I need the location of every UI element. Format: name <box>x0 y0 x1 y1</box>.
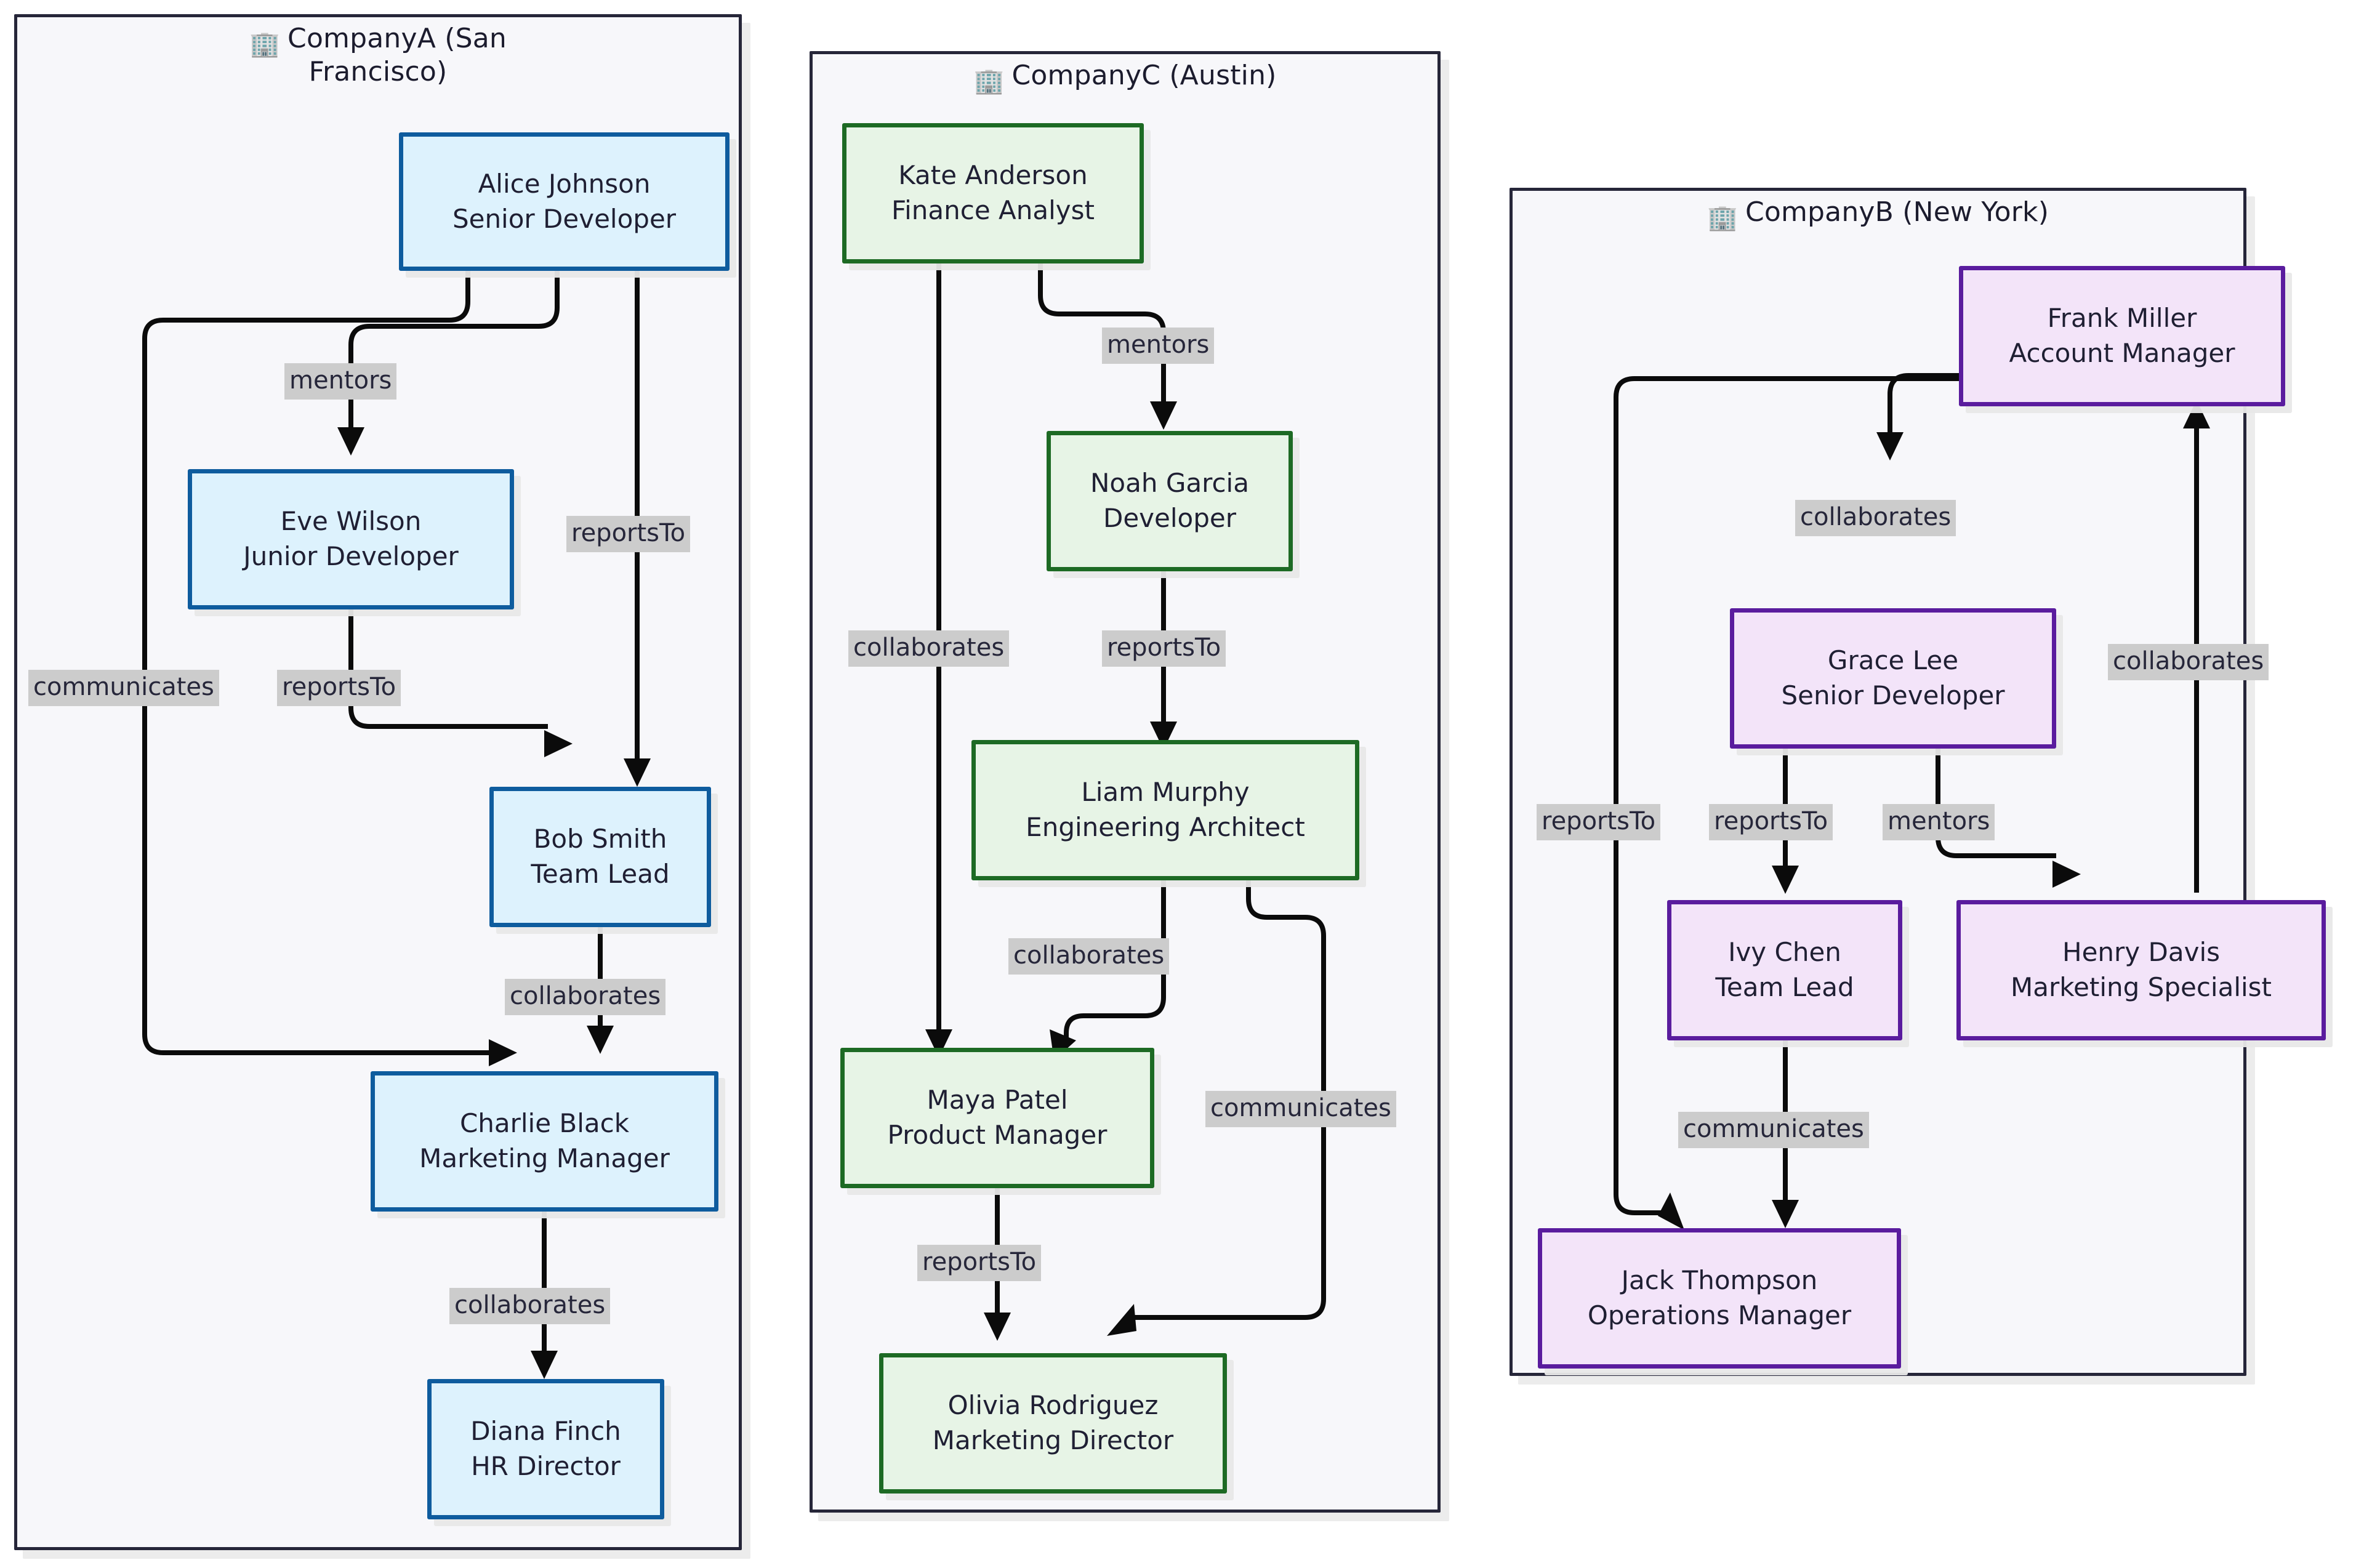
node-jack-thompson-name: Jack Thompson <box>1621 1265 1818 1296</box>
node-frank-miller-role: Account Manager <box>2009 338 2235 368</box>
node-jack-thompson-role: Operations Manager <box>1587 1300 1852 1330</box>
node-diana-finch-name: Diana Finch <box>470 1416 621 1447</box>
subgraph-companyC-title: 🏢CompanyC (Austin) <box>810 60 1441 94</box>
node-alice-johnson-name: Alice Johnson <box>478 168 651 199</box>
node-ivy-chen[interactable]: Ivy Chen Team Lead <box>1667 900 1902 1040</box>
edge-label-ivy-jack-communicates: communicates <box>1678 1112 1869 1148</box>
node-olivia-rodriguez[interactable]: Olivia Rodriguez Marketing Director <box>879 1353 1227 1494</box>
node-noah-garcia-role: Developer <box>1103 503 1236 533</box>
subgraph-companyA-title: 🏢CompanyA (San Francisco) <box>14 23 742 87</box>
node-noah-garcia[interactable]: Noah Garcia Developer <box>1047 431 1293 571</box>
edge-label-noah-liam-reportsto: reportsTo <box>1102 630 1226 667</box>
edge-label-alice-bob-reportsto: reportsTo <box>566 516 691 552</box>
node-bob-smith-name: Bob Smith <box>533 824 667 854</box>
node-olivia-rodriguez-role: Marketing Director <box>932 1425 1174 1455</box>
office-building-icon: 🏢 <box>249 30 281 58</box>
edge-label-liam-olivia-communicates: communicates <box>1205 1091 1396 1127</box>
subgraph-companyA-title-line2: Francisco) <box>308 56 448 87</box>
node-charlie-black-role: Marketing Manager <box>419 1143 670 1173</box>
node-kate-anderson-name: Kate Anderson <box>898 160 1088 191</box>
edge-label-bob-charlie-collaborates: collaborates <box>505 979 666 1015</box>
edge-label-liam-maya-collaborates: collaborates <box>1008 938 1170 975</box>
node-liam-murphy-role: Engineering Architect <box>1026 812 1305 842</box>
node-eve-wilson[interactable]: Eve Wilson Junior Developer <box>188 469 514 609</box>
node-diana-finch[interactable]: Diana Finch HR Director <box>427 1379 664 1519</box>
edge-label-eve-bob-reportsto: reportsTo <box>277 670 401 706</box>
node-liam-murphy-name: Liam Murphy <box>1081 777 1250 808</box>
edge-label-grace-henry-mentors: mentors <box>1883 804 1995 840</box>
subgraph-companyA-title-line1: CompanyA (San <box>287 23 507 54</box>
node-henry-davis-role: Marketing Specialist <box>2010 972 2272 1002</box>
node-alice-johnson[interactable]: Alice Johnson Senior Developer <box>399 132 730 271</box>
edge-label-frank-jack-reportsto: reportsTo <box>1537 804 1661 840</box>
node-bob-smith-role: Team Lead <box>531 859 670 889</box>
node-grace-lee[interactable]: Grace Lee Senior Developer <box>1730 608 2056 749</box>
node-jack-thompson[interactable]: Jack Thompson Operations Manager <box>1538 1228 1901 1369</box>
node-charlie-black-name: Charlie Black <box>459 1108 630 1139</box>
node-frank-miller[interactable]: Frank Miller Account Manager <box>1959 266 2285 406</box>
node-grace-lee-role: Senior Developer <box>1781 680 2005 710</box>
node-olivia-rodriguez-name: Olivia Rodriguez <box>947 1390 1159 1421</box>
node-ivy-chen-role: Team Lead <box>1715 972 1854 1002</box>
edge-label-kate-maya-collaborates: collaborates <box>848 630 1010 667</box>
node-maya-patel-name: Maya Patel <box>927 1085 1068 1116</box>
node-frank-miller-name: Frank Miller <box>2047 303 2197 334</box>
node-eve-wilson-role: Junior Developer <box>243 541 459 571</box>
node-diana-finch-role: HR Director <box>471 1451 621 1481</box>
node-henry-davis-name: Henry Davis <box>2062 937 2220 968</box>
edge-label-frank-grace-collaborates: collaborates <box>1795 500 1956 536</box>
edge-label-maya-olivia-reportsto: reportsTo <box>917 1245 1042 1281</box>
node-noah-garcia-name: Noah Garcia <box>1090 468 1249 499</box>
node-alice-johnson-role: Senior Developer <box>452 203 677 234</box>
subgraph-companyB-title-text: CompanyB (New York) <box>1745 196 2049 228</box>
node-henry-davis[interactable]: Henry Davis Marketing Specialist <box>1956 900 2326 1040</box>
node-bob-smith[interactable]: Bob Smith Team Lead <box>489 787 711 927</box>
node-liam-murphy[interactable]: Liam Murphy Engineering Architect <box>971 740 1359 880</box>
subgraph-companyB-title: 🏢CompanyB (New York) <box>1510 196 2246 232</box>
edge-label-alice-eve-mentors: mentors <box>284 363 397 400</box>
office-building-icon: 🏢 <box>1707 204 1738 232</box>
node-kate-anderson[interactable]: Kate Anderson Finance Analyst <box>842 123 1144 263</box>
node-kate-anderson-role: Finance Analyst <box>891 195 1095 225</box>
node-ivy-chen-name: Ivy Chen <box>1728 937 1841 968</box>
office-building-icon: 🏢 <box>973 67 1005 95</box>
node-maya-patel-role: Product Manager <box>887 1120 1108 1150</box>
edge-label-henry-frank-collaborates: collaborates <box>2108 644 2269 680</box>
edge-label-kate-noah-mentors: mentors <box>1102 328 1215 364</box>
subgraph-companyC-title-text: CompanyC (Austin) <box>1011 60 1277 91</box>
node-eve-wilson-name: Eve Wilson <box>280 506 422 537</box>
node-charlie-black[interactable]: Charlie Black Marketing Manager <box>371 1071 718 1212</box>
node-grace-lee-name: Grace Lee <box>1827 645 1959 676</box>
node-maya-patel[interactable]: Maya Patel Product Manager <box>840 1048 1154 1188</box>
edge-label-charlie-diana-collaborates: collaborates <box>449 1288 611 1324</box>
edge-label-grace-ivy-reportsto: reportsTo <box>1709 804 1833 840</box>
edge-label-alice-charlie-communicates: communicates <box>28 670 219 706</box>
